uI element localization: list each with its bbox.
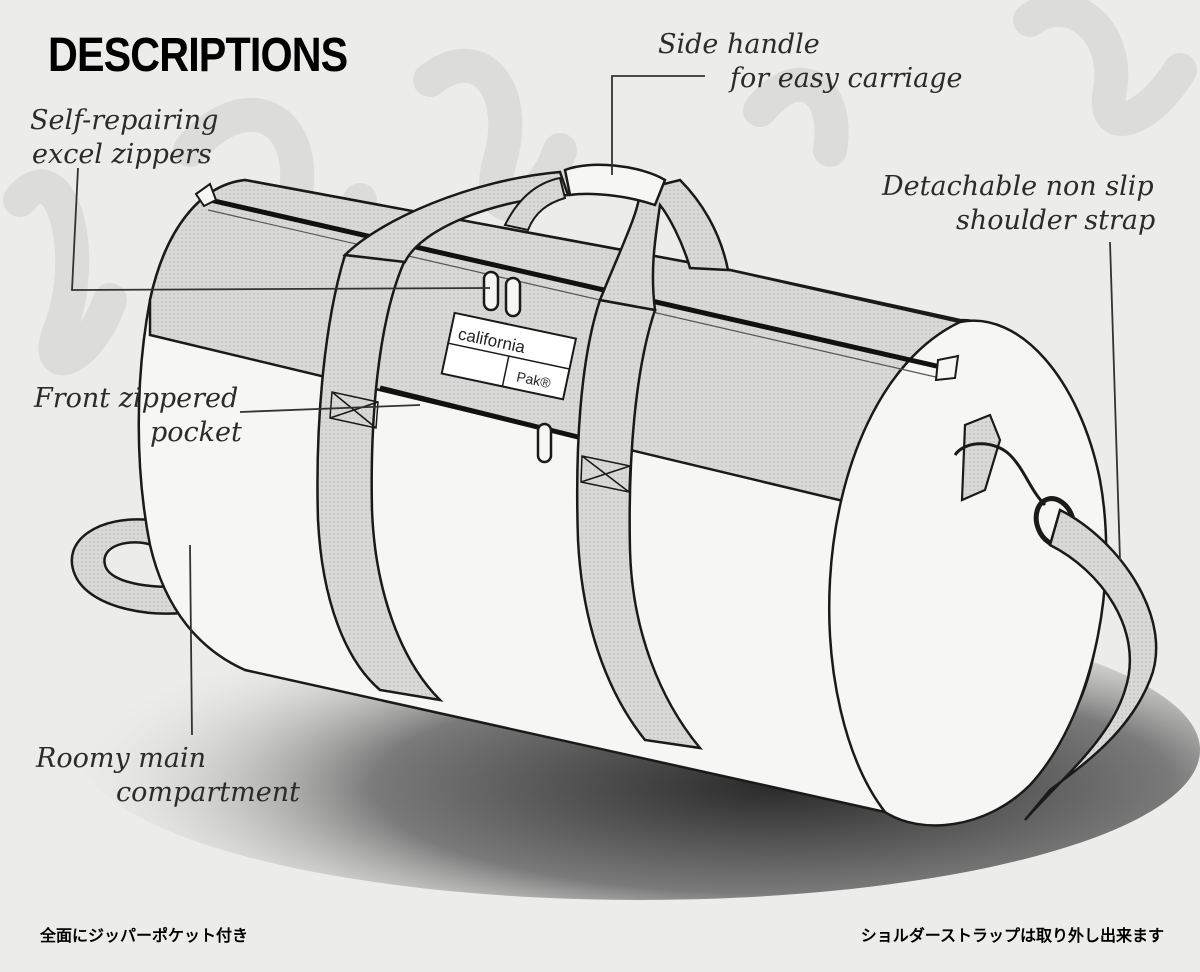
label-line: for easy carriage (730, 63, 963, 94)
main-zipper (209, 197, 946, 371)
zipper-start-tab (194, 182, 218, 208)
label-line: excel zippers (32, 139, 212, 170)
logo-line-2: Pak® (515, 368, 553, 391)
caption-left: 全面にジッパーポケット付き (40, 926, 249, 945)
label-front-pocket: Front zippered pocket (34, 382, 242, 450)
label-line: Front zippered (34, 383, 239, 414)
label-line: Side handle (658, 29, 820, 60)
zipper-pull-top (482, 270, 522, 318)
zipper-end-tab (934, 354, 960, 382)
caption-right: ショルダーストラップは取り外し出来ます (860, 926, 1164, 945)
callout-lines (71, 75, 1121, 736)
end-cap (828, 319, 1108, 827)
label-line: Detachable non slip (882, 171, 1154, 202)
zipper-pull-front (536, 422, 553, 464)
label-line: Roomy main (36, 743, 207, 774)
label-shoulder-strap: Detachable non slip shoulder strap (882, 170, 1155, 238)
label-line: Self-repairing (30, 105, 219, 136)
strap-clip-icon (953, 442, 1047, 507)
carry-handle-right (598, 178, 730, 312)
handle-wrap (563, 163, 667, 207)
strap-band-left (316, 253, 444, 702)
strap-attachment-tab (960, 413, 1002, 502)
page-title: DESCRIPTIONS (48, 29, 348, 82)
carry-handle-back (503, 176, 567, 232)
strap-band-right (575, 298, 704, 750)
carry-handle-left (342, 170, 570, 264)
label-line: compartment (116, 777, 300, 808)
shoulder-strap (1024, 508, 1158, 821)
label-main-compartment: Roomy main compartment (36, 742, 300, 810)
brand-logo: california Pak® (440, 311, 578, 401)
label-line: pocket (150, 417, 242, 448)
front-pocket-zipper (379, 385, 591, 443)
label-line: shoulder strap (956, 205, 1156, 236)
label-zippers: Self-repairing excel zippers (30, 104, 218, 172)
label-side-handle: Side handle for easy carriage (658, 28, 963, 96)
